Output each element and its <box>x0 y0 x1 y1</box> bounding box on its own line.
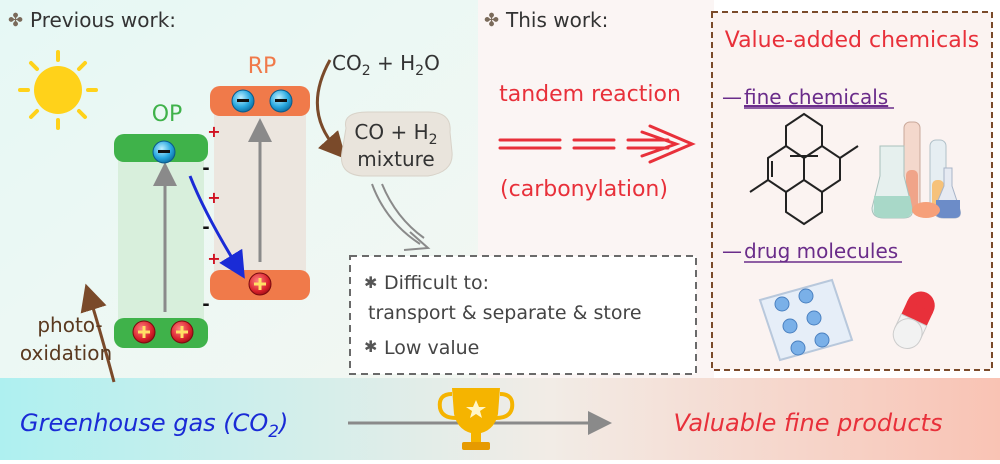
dash-icon: — <box>722 85 742 109</box>
op-label: OP <box>152 102 183 127</box>
drawback-item2: Low value <box>384 337 479 359</box>
pill-blister-icon <box>758 278 854 362</box>
reduction-arrow <box>315 59 346 160</box>
photo-oxidation-line2: oxidation <box>20 341 112 365</box>
photo-oxidation-arrow <box>80 283 116 383</box>
rp-label: RP <box>248 54 277 79</box>
sun-icon <box>18 50 98 130</box>
op-valence-band <box>114 318 208 348</box>
greenhouse-gas-label: Greenhouse gas (CO2) <box>20 409 288 441</box>
molecule-structure-icon <box>749 112 859 226</box>
drawback-item1-line2: transport & separate & store <box>368 302 642 324</box>
dash-icon: — <box>722 239 742 263</box>
minus-sign: - <box>202 294 209 315</box>
trophy-icon <box>437 388 515 450</box>
this-work-heading: This work: <box>505 8 608 32</box>
plus-sign: + <box>207 122 220 141</box>
previous-work-heading: Previous work: <box>30 8 176 32</box>
sparkle-icon: ✤ <box>8 10 23 31</box>
electron-icon <box>231 89 255 113</box>
lab-glassware-icon <box>871 121 961 219</box>
syngas-line1: CO + H2 <box>354 120 437 148</box>
tandem-arrow <box>498 124 696 164</box>
hole-icon <box>248 272 272 296</box>
rp-conduction-band <box>210 86 310 116</box>
fine-chemicals-label: fine chemicals <box>744 85 888 109</box>
capsule-icon <box>892 291 935 350</box>
syngas-line2: mixture <box>357 147 434 171</box>
electron-icon <box>152 140 176 164</box>
drawbacks-box <box>349 255 697 375</box>
value-added-title: Value-added chemicals <box>725 28 980 53</box>
electron-transfer-arrow <box>188 175 245 279</box>
drug-molecules-label: drug molecules <box>744 239 898 263</box>
hole-icon <box>132 320 156 344</box>
tandem-reaction-label: tandem reaction <box>499 82 681 107</box>
sparkle-icon: ✤ <box>484 10 499 31</box>
syngas-bubble <box>340 111 453 177</box>
bug-icon: ✱ <box>364 337 377 356</box>
valuable-products-label: Valuable fine products <box>674 409 943 437</box>
op-column <box>118 148 204 330</box>
hole-icon <box>170 320 194 344</box>
reactants-label: CO2 + H2O <box>332 51 440 79</box>
plus-sign: + <box>207 188 220 207</box>
minus-sign: - <box>202 158 209 179</box>
hollow-arrow-icon <box>371 183 431 251</box>
drawback-item1-line1: Difficult to: <box>384 272 489 294</box>
minus-sign: - <box>202 217 209 238</box>
bug-icon: ✱ <box>364 273 377 292</box>
electron-icon <box>269 89 293 113</box>
photo-oxidation-line1: photo- <box>37 313 102 337</box>
plus-sign: + <box>207 249 220 268</box>
carbonylation-label: (carbonylation) <box>500 177 668 202</box>
